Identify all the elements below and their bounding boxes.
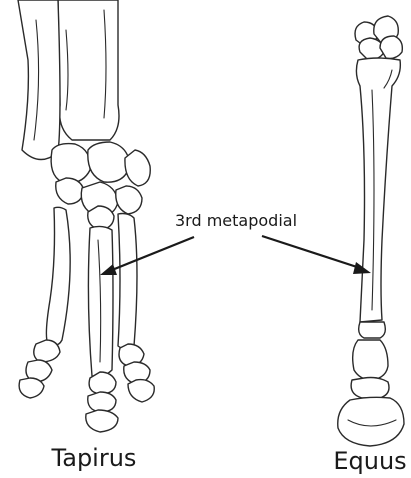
tapirus-metapodial-2 <box>46 207 70 345</box>
tapirus-limb-illustration <box>18 0 154 432</box>
callout: 3rd metapodial <box>100 211 371 275</box>
equus-limb-illustration <box>338 16 404 446</box>
tapirus-phalanges <box>19 340 154 432</box>
equus-hoof-bone <box>338 397 404 446</box>
tapirus-radius-bone <box>58 0 119 140</box>
callout-label: 3rd metapodial <box>175 211 297 230</box>
tapirus-label: Tapirus <box>51 444 137 472</box>
equus-carpal-bones <box>355 16 402 60</box>
arrow-to-equus-metapodial <box>262 236 360 268</box>
equus-label: Equus <box>333 447 406 475</box>
tapirus-metapodial-4 <box>118 214 137 350</box>
equus-3rd-metapodial <box>356 58 400 322</box>
equus-phalanges <box>338 322 404 446</box>
